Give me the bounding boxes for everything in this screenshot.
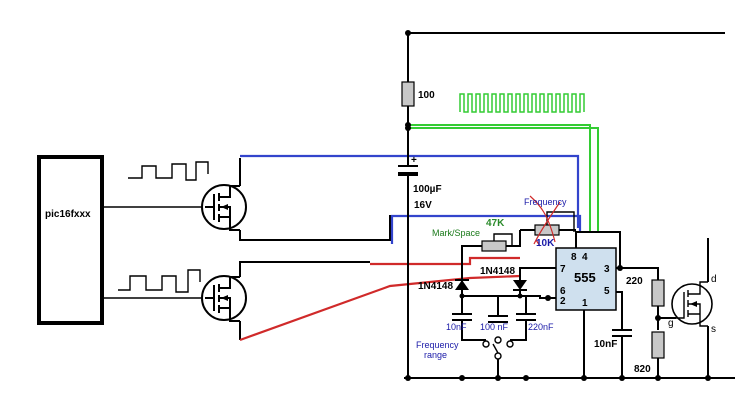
output-mosfet: d g s bbox=[668, 274, 717, 335]
capacitor-polarity: + bbox=[411, 155, 417, 166]
timing-cap-220nf-label: 220nF bbox=[528, 322, 554, 332]
mosfet-gate-label: g bbox=[668, 318, 674, 329]
microcontroller-label: pic16fxxx bbox=[45, 209, 91, 220]
gate-waveform-top bbox=[128, 161, 209, 181]
pot-frequency: Frequency 10K bbox=[524, 195, 575, 249]
pin-4: 4 bbox=[582, 252, 588, 263]
pin-2: 2 bbox=[560, 296, 566, 307]
resistor-220: 220 bbox=[626, 276, 665, 307]
switch-label-line1: Frequency bbox=[416, 340, 459, 350]
pin84-to-rail bbox=[575, 231, 621, 268]
timing-cap-10nf: 10nF bbox=[446, 296, 486, 341]
mosfet-source-label: s bbox=[711, 324, 716, 335]
top-mosfet-source-lead bbox=[239, 215, 406, 241]
pin-3: 3 bbox=[604, 264, 610, 275]
blue-wire-lower bbox=[390, 214, 582, 244]
resistor-220-label: 220 bbox=[626, 276, 643, 287]
driver-mosfet-bottom bbox=[201, 275, 247, 322]
gate-waveform-bottom bbox=[118, 269, 201, 293]
capacitor-value: 100µF bbox=[413, 184, 442, 195]
pin3-output bbox=[616, 267, 659, 280]
chip-555-label: 555 bbox=[574, 270, 596, 285]
chip-555: 555 8 4 7 3 6 2 5 1 bbox=[555, 247, 617, 311]
diode-left-label: 1N4148 bbox=[418, 281, 453, 292]
pot-ms-right bbox=[506, 230, 521, 247]
resistor-820-label: 820 bbox=[634, 364, 651, 375]
driver-mosfet-top bbox=[201, 184, 247, 231]
diode-right-label: 1N4148 bbox=[480, 266, 515, 277]
pot-frequency-name: Frequency bbox=[524, 197, 567, 207]
green-wire-inner bbox=[408, 124, 591, 232]
timing-cap-10nf-label: 10nF bbox=[446, 322, 467, 332]
pin-7: 7 bbox=[560, 264, 566, 275]
pot-markspace-value: 47K bbox=[486, 218, 505, 229]
pin5-cap bbox=[616, 291, 623, 330]
red-wire-upper bbox=[370, 256, 520, 266]
resistor-820: 820 bbox=[634, 331, 665, 375]
microcontroller: pic16fxxx bbox=[37, 155, 104, 325]
output-waveform bbox=[459, 93, 585, 113]
pin-1: 1 bbox=[582, 298, 588, 309]
bottom-mosfet-drain-lead bbox=[239, 261, 370, 277]
resistor-100: 100 bbox=[401, 81, 435, 107]
pot-markspace-name: Mark/Space bbox=[432, 228, 480, 238]
capacitor-100uf: + 100µF 16V bbox=[398, 155, 442, 211]
capacitor-voltage: 16V bbox=[414, 200, 432, 211]
frequency-range-switch: Frequency range bbox=[416, 336, 514, 378]
red-wire-lower bbox=[239, 274, 521, 342]
control-cap-label: 10nF bbox=[594, 339, 617, 350]
pin62-wire bbox=[462, 295, 556, 299]
pot-ms-left bbox=[461, 245, 482, 282]
timing-cap-220nf: 220nF bbox=[510, 296, 554, 341]
switch-label-line2: range bbox=[424, 350, 447, 360]
resistor-100-label: 100 bbox=[418, 90, 435, 101]
mosfet-drain-label: d bbox=[711, 274, 717, 285]
pin-5: 5 bbox=[604, 286, 610, 297]
green-wire bbox=[408, 127, 599, 232]
timing-cap-100nf: 100 nF bbox=[480, 315, 509, 332]
pin-6: 6 bbox=[560, 286, 566, 297]
blue-wire-upper bbox=[240, 154, 580, 228]
pin-8: 8 bbox=[571, 252, 577, 263]
diode-left: 1N4148 bbox=[418, 279, 469, 292]
timing-cap-100nf-label: 100 nF bbox=[480, 322, 509, 332]
pot-frequency-value: 10K bbox=[536, 238, 555, 249]
pin7-wire bbox=[519, 267, 556, 280]
